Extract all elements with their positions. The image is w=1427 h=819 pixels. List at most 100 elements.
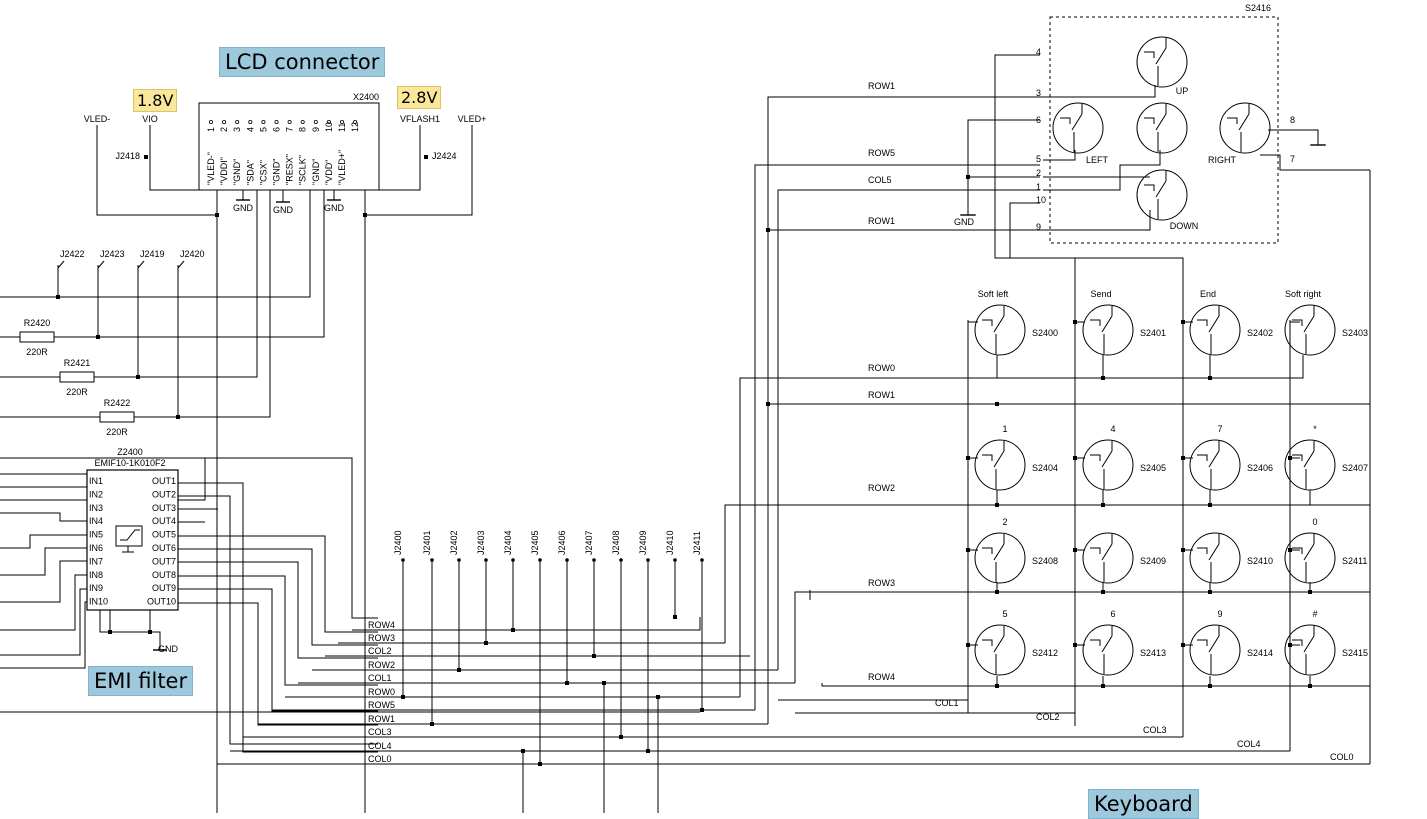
- junction-dot: [656, 695, 660, 699]
- key-s2412-contact: [982, 626, 1005, 674]
- resistor-ref: R2421: [64, 358, 91, 368]
- key-ref: S2410: [1247, 556, 1273, 566]
- key-s2411-circle: [1284, 532, 1336, 584]
- net-label-col2: COL2: [1036, 712, 1060, 722]
- emi-input-pin: IN1: [89, 476, 103, 486]
- lcd-pin-number: 8: [298, 127, 308, 132]
- junction-dot: [766, 402, 770, 406]
- net-label-col3: COL3: [1143, 725, 1167, 735]
- key-s2414-contact: [1197, 626, 1220, 674]
- lcd-pin-number: 3: [232, 127, 242, 132]
- junction-dot: [995, 503, 999, 507]
- lcd-pin-number: 9: [311, 127, 321, 132]
- emi-input-pin: IN2: [89, 489, 103, 499]
- junction-dot: [521, 749, 525, 753]
- net-label-row1b: ROW1: [868, 216, 895, 226]
- key-s2413-contact: [1090, 626, 1113, 674]
- test-point-stub: [137, 260, 145, 269]
- nav-left-label: LEFT: [1086, 155, 1109, 165]
- keyboard-jumper-pad: [565, 558, 569, 562]
- nav-pin-number: 10: [1036, 195, 1046, 205]
- emi-gnd-label: GND: [158, 644, 179, 654]
- nav-key-boundary: [1049, 16, 1279, 244]
- emi-output-pin: OUT8: [152, 570, 176, 580]
- lcd-pin-hole: [222, 120, 227, 125]
- junction-dot: [1073, 320, 1077, 324]
- lcd-pin-number: 6: [272, 127, 282, 132]
- bus-net-label: COL4: [368, 741, 392, 751]
- junction-dot: [538, 762, 542, 766]
- lcd-pin-signal: "VDDI": [219, 157, 229, 185]
- emi-input-pin: IN3: [89, 503, 103, 513]
- key-s2408-contact: [982, 534, 1005, 582]
- keyboard-jumper-label: J2400: [393, 530, 403, 555]
- emi-filter-ref: Z2400: [117, 447, 143, 457]
- jumper-j2418-pad: [144, 155, 148, 159]
- junction-dot: [1288, 456, 1292, 460]
- lcd-pin-signal: "GND": [272, 159, 282, 185]
- lcd-pin-signal: "GND": [311, 159, 321, 185]
- nav-pin-number: 1: [1036, 182, 1041, 192]
- nav-down-switch-contact: [1144, 171, 1167, 219]
- junction-dot: [700, 708, 704, 712]
- lcd-pin-number: 2: [219, 127, 229, 132]
- junction-dot: [1073, 456, 1077, 460]
- junction-dot: [1208, 376, 1212, 380]
- key-ref: S2415: [1342, 648, 1368, 658]
- junction-dot: [96, 335, 100, 339]
- junction-dot: [363, 213, 367, 217]
- key-s2410-contact: [1197, 534, 1220, 582]
- resistor-body: [19, 331, 55, 343]
- key-s2406-circle: [1189, 439, 1241, 491]
- keyboard-jumper-pad: [538, 558, 542, 562]
- key-s2410-circle: [1189, 532, 1241, 584]
- junction-dot: [108, 630, 112, 634]
- net-label-col1: COL1: [935, 698, 959, 708]
- emi-output-pin: OUT3: [152, 503, 176, 513]
- emi-output-pin: OUT4: [152, 516, 176, 526]
- keyboard-jumper-label: J2407: [584, 530, 594, 555]
- keyboard-jumper-label: J2408: [611, 530, 621, 555]
- net-label-row0: ROW0: [868, 363, 895, 373]
- nav-center-switch-circle: [1136, 102, 1188, 154]
- key-s2402-contact: [1197, 306, 1220, 354]
- test-point-stub: [57, 260, 65, 269]
- nav-pin-number: 4: [1036, 47, 1041, 57]
- net-vled-minus: VLED-: [84, 114, 111, 124]
- junction-dot: [995, 684, 999, 688]
- junction-dot: [1181, 320, 1185, 324]
- emi-output-pin: OUT10: [147, 597, 176, 607]
- key-label: End: [1200, 289, 1216, 299]
- emi-filter-title: EMI filter: [88, 666, 194, 696]
- bus-net-label: COL1: [368, 673, 392, 683]
- bus-net-label: COL2: [368, 646, 392, 656]
- junction-dot: [511, 628, 515, 632]
- key-s2400-contact: [982, 306, 1005, 354]
- key-s2409-circle: [1082, 532, 1134, 584]
- emi-input-pin: IN5: [89, 530, 103, 540]
- key-s2402-circle: [1189, 304, 1241, 356]
- nav-left-switch-contact: [1060, 104, 1083, 152]
- junction-dot: [966, 643, 970, 647]
- key-s2415-circle: [1284, 624, 1336, 676]
- junction-dot: [1073, 643, 1077, 647]
- nav-down-label: DOWN: [1170, 221, 1199, 231]
- key-s2403-circle: [1284, 304, 1336, 356]
- junction-dot: [995, 402, 999, 406]
- key-label: 4: [1110, 424, 1115, 434]
- key-label: *: [1313, 424, 1317, 434]
- lcd-pin-signal: "VLED+": [337, 150, 347, 185]
- keyboard-jumper-label: J2411: [692, 531, 702, 555]
- wires: [0, 54, 1371, 813]
- resistor-body: [99, 411, 135, 423]
- junction-dot: [1101, 684, 1105, 688]
- key-label: 9: [1217, 609, 1222, 619]
- key-label: 7: [1217, 424, 1222, 434]
- junction-dot: [646, 749, 650, 753]
- junction-dot: [766, 228, 770, 232]
- key-s2404-contact: [982, 441, 1005, 489]
- bus-net-label: COL0: [368, 754, 392, 764]
- junction-dot: [215, 213, 219, 217]
- lcd-connector-body: [198, 102, 380, 191]
